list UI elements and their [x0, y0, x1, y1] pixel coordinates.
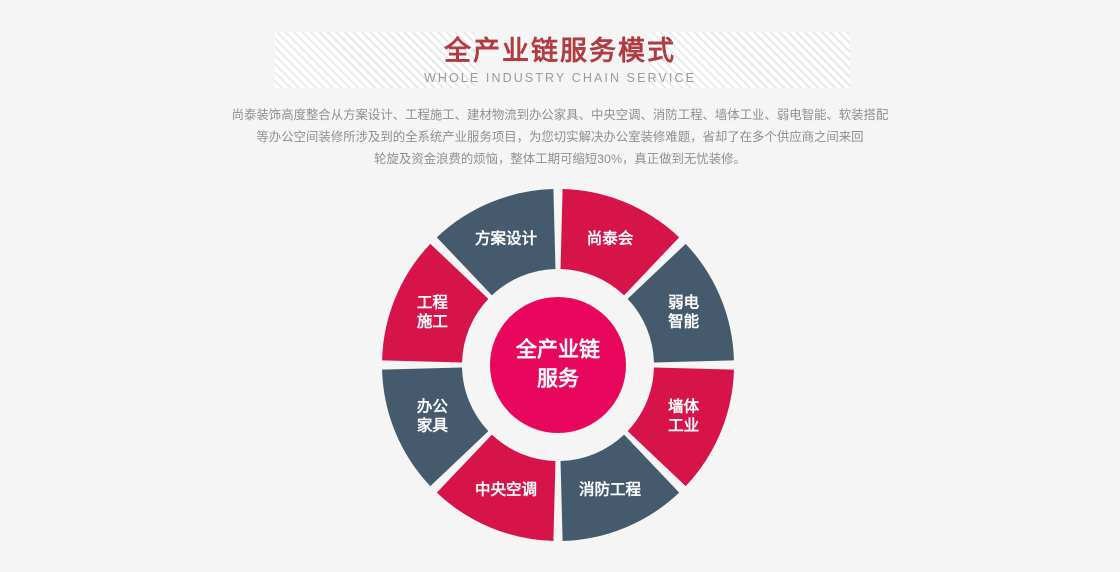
stripe-pattern-right	[650, 32, 850, 88]
donut-segment-office-furniture[interactable]	[382, 367, 489, 487]
donut-segment-shangtaihui[interactable]	[560, 189, 680, 296]
description-paragraph: 尚泰装饰高度整合从方案设计、工程施工、建材物流到办公家具、中央空调、消防工程、墙…	[210, 104, 910, 170]
donut-segment-fire-fighting[interactable]	[560, 434, 680, 541]
page-title: 全产业链服务模式	[444, 36, 676, 66]
donut-segment-construction[interactable]	[382, 243, 489, 363]
description-line-2: 等办公空间装修所涉及到的全系统产业服务项目，为您切实解决办公室装修难题，省却了在…	[256, 130, 864, 144]
donut-segment-group	[382, 189, 734, 541]
header-text-group: 全产业链服务模式 WHOLE INDUSTRY CHAIN SERVICE	[0, 32, 1120, 87]
page-subtitle: WHOLE INDUSTRY CHAIN SERVICE	[423, 71, 697, 85]
header-band: 全产业链服务模式 WHOLE INDUSTRY CHAIN SERVICE	[0, 32, 1120, 88]
donut-segment-wall-industry[interactable]	[627, 367, 734, 487]
stripe-pattern-left	[275, 32, 475, 88]
donut-segment-design[interactable]	[436, 189, 556, 296]
center-circle[interactable]	[490, 297, 626, 433]
description-line-3: 轮旋及资金浪费的烦恼，整体工期可缩短30%，真正做到无忧装修。	[374, 152, 746, 166]
donut-segment-weak-current[interactable]	[627, 243, 734, 363]
donut-segment-central-ac[interactable]	[436, 434, 556, 541]
description-line-1: 尚泰装饰高度整合从方案设计、工程施工、建材物流到办公家具、中央空调、消防工程、墙…	[231, 108, 889, 122]
